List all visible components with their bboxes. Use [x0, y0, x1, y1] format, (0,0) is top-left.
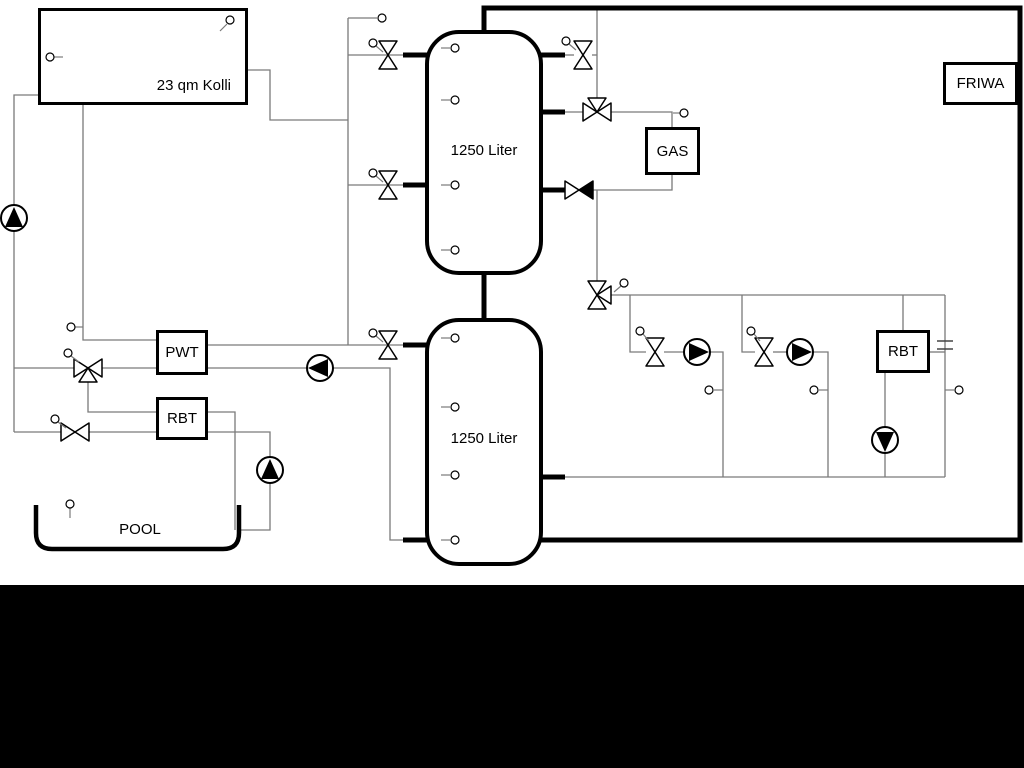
buffer-tank-1-label: 1250 Liter	[450, 142, 518, 159]
temperature-sensor-icon	[66, 322, 83, 332]
buffer-tank-2: 1250 Liter	[425, 318, 543, 566]
pipe-line	[13, 94, 38, 432]
pipe-lines	[13, 8, 946, 541]
three-way-valve-icon	[73, 358, 103, 383]
friwa-station-box: FRIWA	[943, 62, 1018, 105]
pipe-line	[741, 295, 755, 353]
pipe-line	[82, 105, 156, 341]
temperature-sensor-icon	[441, 535, 460, 545]
thick-pipes	[403, 5, 1023, 543]
bottom-black-band	[0, 585, 1024, 768]
temperature-sensor-icon	[441, 470, 460, 480]
temperature-sensor-icon	[613, 278, 629, 293]
valve-icon	[378, 40, 398, 70]
temperature-sensor-icon	[704, 385, 723, 395]
valve-icon	[645, 337, 665, 367]
pool-outline	[33, 505, 242, 552]
pwt-label: PWT	[165, 344, 199, 361]
temperature-sensor-icon	[441, 43, 460, 53]
check-valve-icon	[564, 180, 594, 200]
pump-icon	[0, 204, 28, 232]
temperature-sensor-icon	[809, 385, 828, 395]
temperature-sensor-icon	[368, 38, 384, 53]
friwa-label: FRIWA	[956, 75, 1005, 92]
pump-icon	[306, 354, 334, 382]
pump-icon	[871, 426, 899, 454]
pump-icon	[786, 338, 814, 366]
temperature-sensor-icon	[441, 402, 460, 412]
pool-label: POOL	[119, 521, 161, 538]
sensors	[45, 13, 964, 545]
valve-icon	[378, 330, 398, 360]
hot-water-main-pipe	[481, 5, 1023, 543]
pipe-line	[813, 351, 829, 477]
pumps	[0, 204, 899, 484]
temperature-sensor-icon	[50, 414, 67, 429]
buffer-tank-2-label: 1250 Liter	[450, 430, 518, 447]
temperature-sensor-icon	[561, 36, 577, 51]
valve-icon	[60, 422, 90, 442]
temperature-sensor-icon	[441, 180, 460, 190]
temperature-sensor-icon	[63, 348, 80, 363]
gas-boiler-box: GAS	[645, 127, 700, 175]
temperature-sensor-icon	[219, 15, 235, 32]
rbt-right-label: RBT	[888, 343, 918, 360]
temperature-sensor-icon	[65, 499, 75, 518]
rbt-right-box: RBT	[876, 330, 930, 373]
three-way-valve-icon	[582, 97, 612, 122]
pwt-heat-exchanger-box: PWT	[156, 330, 208, 375]
temperature-sensor-icon	[377, 13, 387, 23]
temperature-sensor-icon	[368, 168, 384, 183]
rbt-left-label: RBT	[167, 410, 197, 427]
temperature-sensor-icon	[45, 52, 63, 62]
pipe-line	[611, 111, 673, 127]
temperature-sensor-icon	[441, 245, 460, 255]
temperature-sensor-icon	[441, 333, 460, 343]
valve-icon	[573, 40, 593, 70]
pump-icon	[256, 456, 284, 484]
pipe-line	[593, 175, 673, 191]
three-way-valve-icon	[587, 280, 612, 310]
temperature-sensor-icon	[441, 95, 460, 105]
temperature-sensor-icon	[945, 385, 964, 395]
valve-icon	[754, 337, 774, 367]
pipe-line	[208, 411, 236, 530]
pipe-line	[208, 367, 403, 541]
valve-icon	[378, 170, 398, 200]
pipe-line	[710, 351, 724, 477]
temperature-sensor-icon	[368, 328, 384, 343]
pump-icon	[683, 338, 711, 366]
gas-label: GAS	[656, 142, 689, 160]
buffer-tank-1: 1250 Liter	[425, 30, 543, 275]
valves	[60, 40, 953, 442]
pipe-line	[629, 295, 646, 353]
pipe-line	[248, 69, 348, 121]
rbt-left-box: RBT	[156, 397, 208, 440]
schematic-canvas	[0, 5, 1023, 552]
solar-collector-label: 23 qm Kolli	[156, 77, 231, 94]
temperature-sensor-icon	[635, 326, 650, 342]
solar-collector-box: 23 qm Kolli	[38, 8, 248, 105]
temperature-sensor-icon	[746, 326, 761, 342]
pipe-line	[87, 382, 156, 413]
temperature-sensor-icon	[673, 108, 689, 118]
